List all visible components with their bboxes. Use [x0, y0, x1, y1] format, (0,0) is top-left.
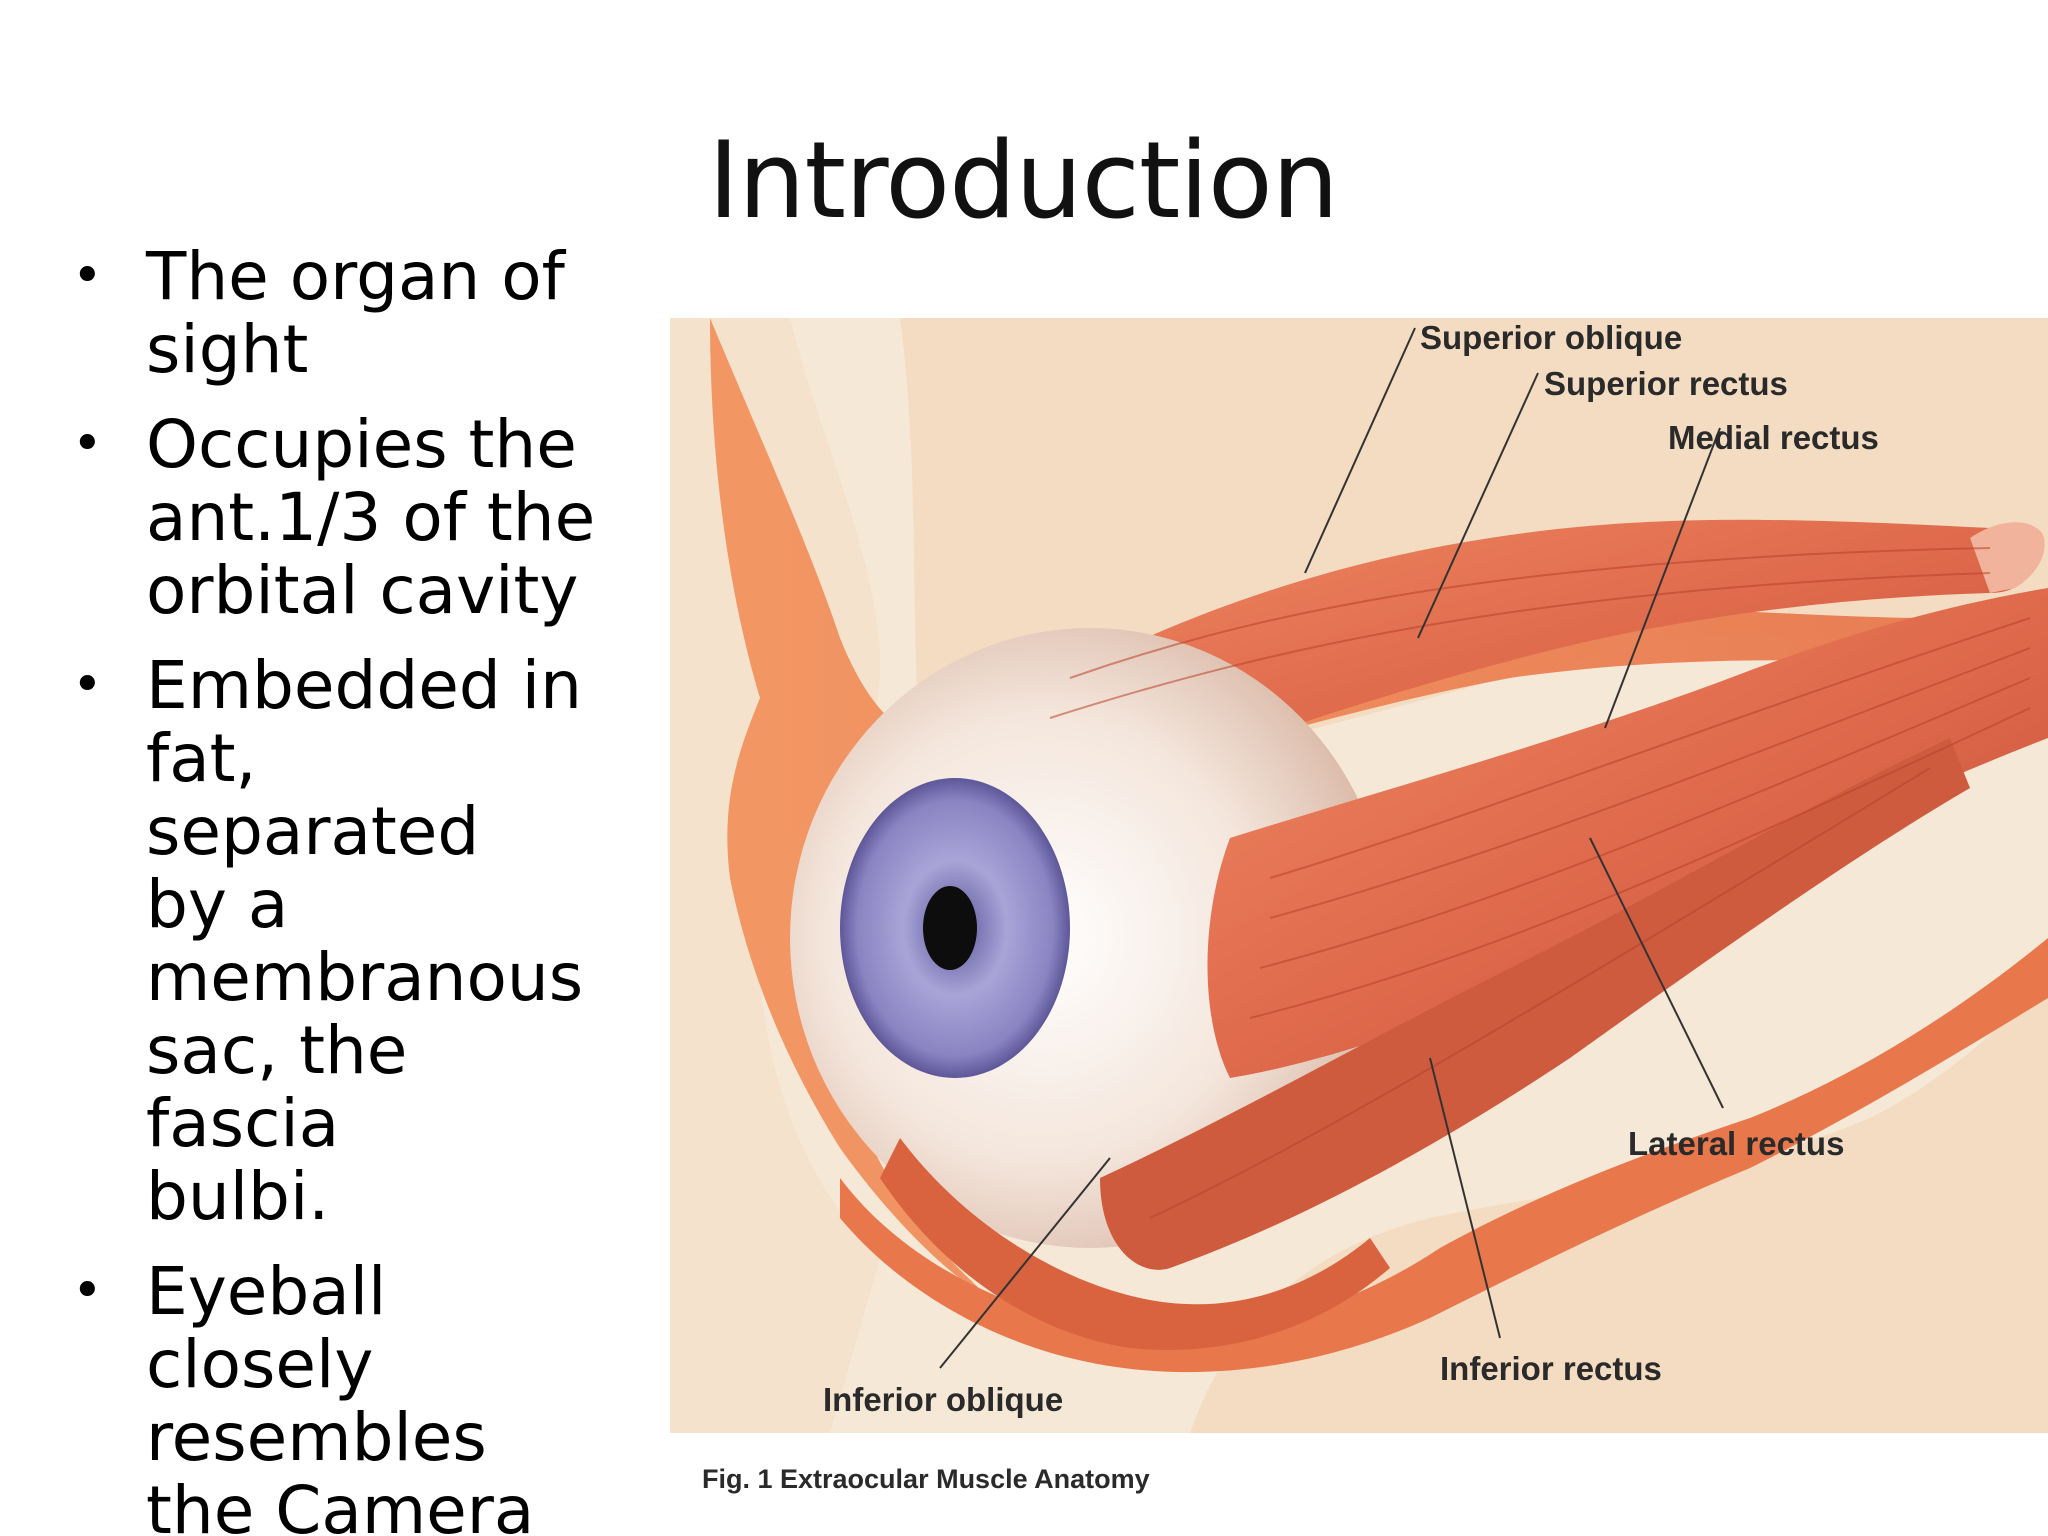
- bullet-dot-icon: •: [72, 414, 103, 474]
- label-lateral-rectus: Lateral rectus: [1628, 1125, 1844, 1162]
- muscle-striations: [1049, 547, 2031, 1219]
- bullet-item: • Occupies the ant.1/3 of the orbital ca…: [70, 408, 610, 627]
- slide-title: Introduction: [708, 119, 1339, 242]
- label-superior-rectus: Superior rectus: [1544, 365, 1788, 402]
- lateral-rectus-muscle: [1207, 588, 2048, 1078]
- figure-caption: Fig. 1 Extraocular Muscle Anatomy: [702, 1464, 1150, 1494]
- label-superior-oblique: Superior oblique: [1420, 319, 1682, 356]
- tendon-roll: [1970, 522, 2045, 593]
- orbit-rim-left: [670, 318, 881, 1433]
- bullet-item: • Eyeball closely resembles the Camera: [70, 1255, 610, 1536]
- label-inferior-rectus: Inferior rectus: [1440, 1350, 1662, 1387]
- label-medial-rectus: Medial rectus: [1668, 419, 1879, 456]
- caption-band: [670, 1433, 2048, 1536]
- superior-muscle-bundle: [970, 519, 2030, 824]
- fascia-tissue-lower: [840, 938, 2048, 1373]
- bullet-item: • The organ of sight: [70, 240, 610, 386]
- bullet-text: Eyeball closely resembles the Camera: [146, 1253, 535, 1536]
- inferior-oblique-muscle: [880, 1138, 1390, 1350]
- eye-anatomy-illustration: Superior oblique Superior rectus Medial …: [670, 318, 2048, 1536]
- label-inferior-oblique: Inferior oblique: [823, 1381, 1063, 1418]
- bullet-text: Occupies the ant.1/3 of the orbital cavi…: [146, 406, 596, 629]
- eye-anatomy-figure: Superior oblique Superior rectus Medial …: [670, 318, 2048, 1536]
- bullet-dot-icon: •: [72, 1261, 103, 1321]
- leader-lines: [939, 327, 1724, 1369]
- inferior-rectus-muscle: [1100, 738, 1970, 1270]
- bullet-dot-icon: •: [72, 246, 103, 306]
- bullet-dot-icon: •: [72, 655, 103, 715]
- bullet-text: Embedded in fat, separated by a membrano…: [146, 647, 584, 1235]
- pupil: [923, 886, 977, 970]
- bullet-item: • Embedded in fat, separated by a membra…: [70, 649, 610, 1233]
- bullet-text: The organ of sight: [146, 238, 565, 388]
- bullet-list: • The organ of sight • Occupies the ant.…: [70, 240, 610, 1536]
